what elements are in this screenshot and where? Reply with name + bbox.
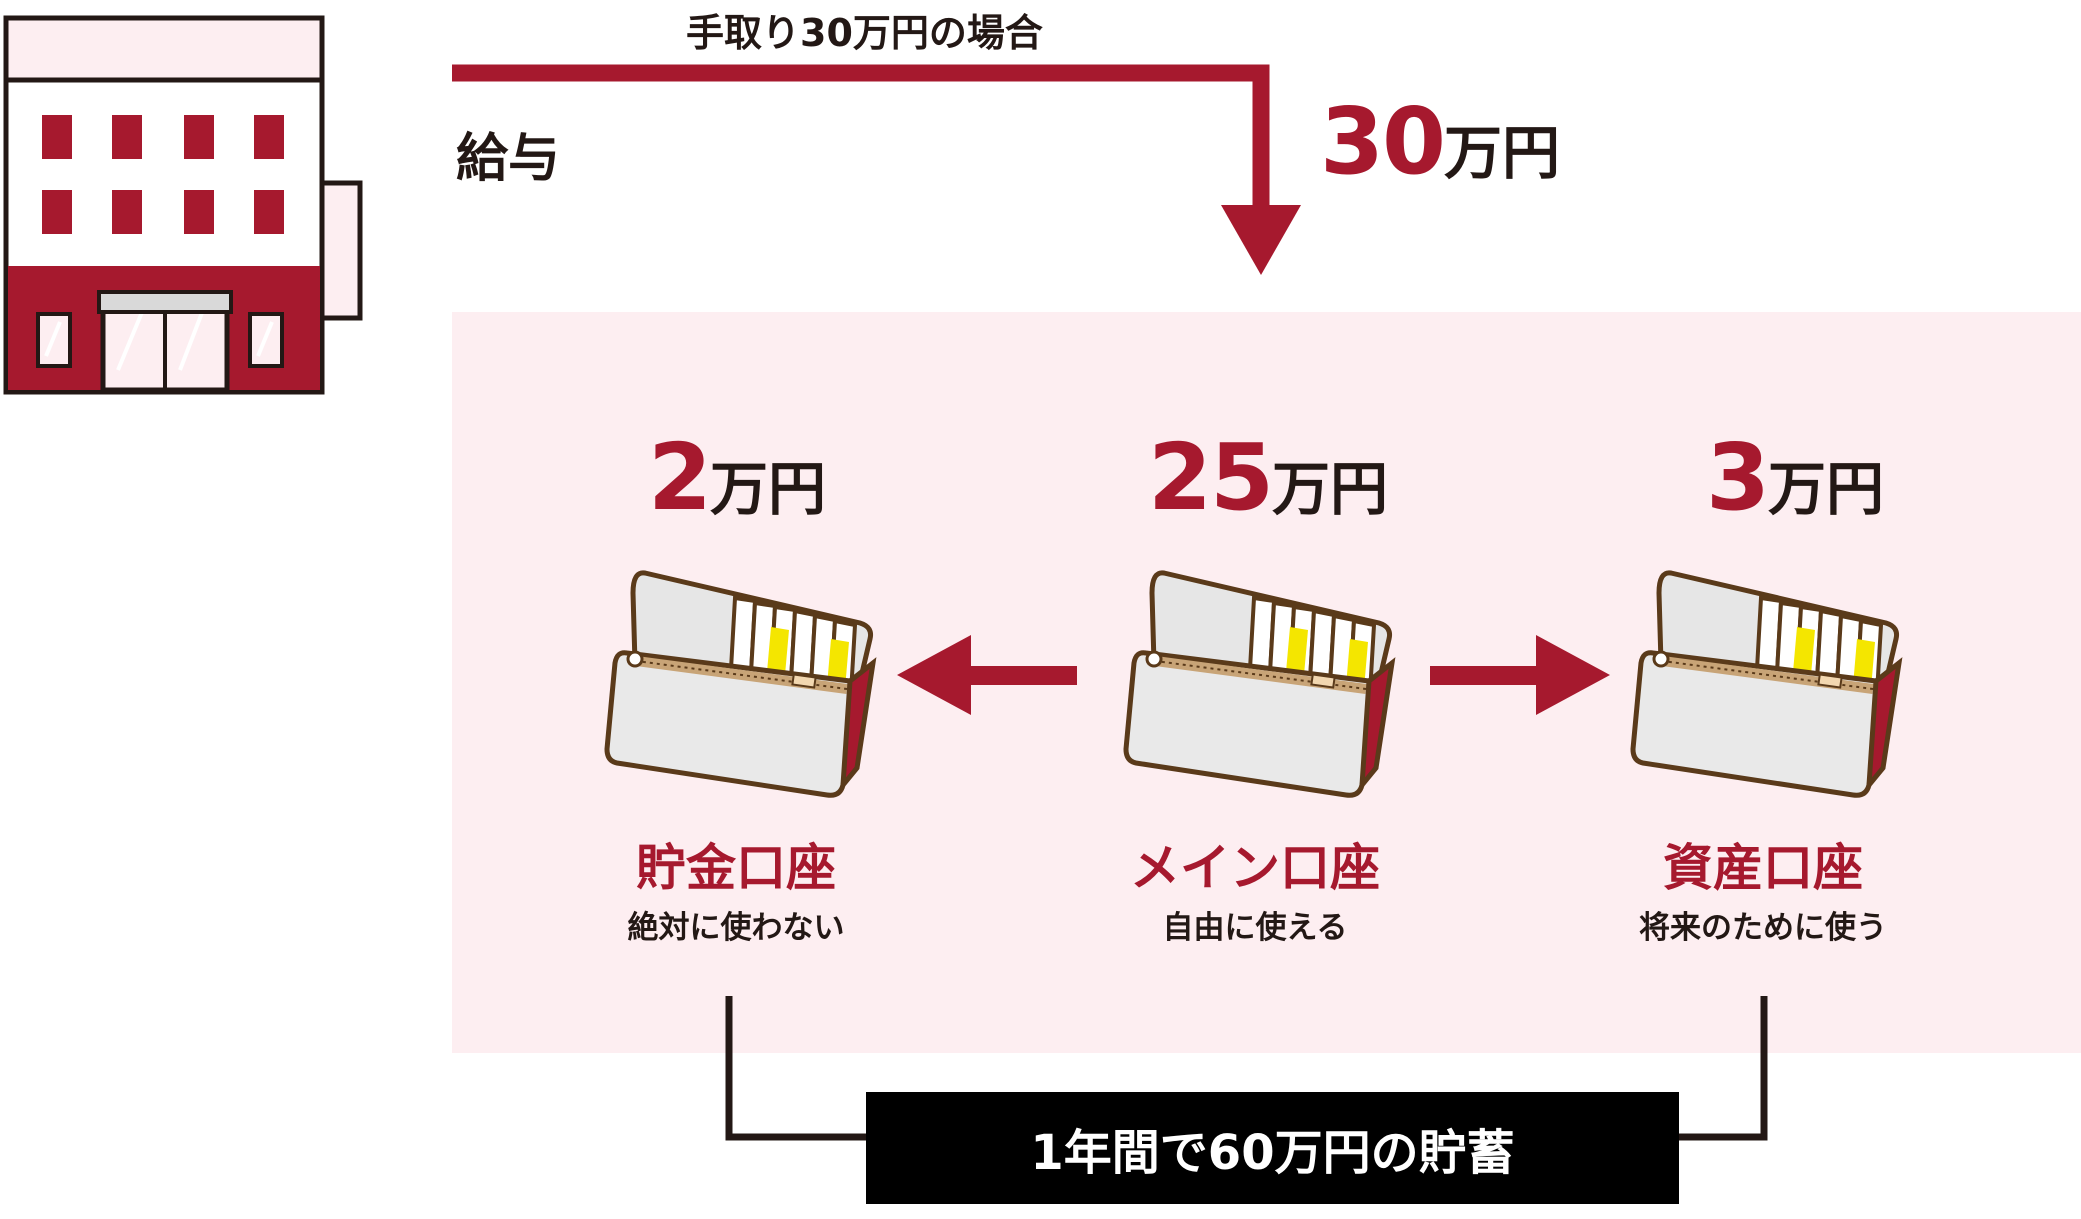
annual-savings-box: 1年間で60万円の貯蓄 [866,1092,1679,1204]
salary-label: 給与 [456,129,561,189]
main-account-name: メイン口座 [1130,839,1380,897]
main-account-amount: 25万円 [1148,424,1388,531]
savings-account-amount: 2万円 [648,424,826,531]
main-account-description: 自由に使える [1162,910,1348,946]
savings-account-name: 貯金口座 [636,839,836,897]
savings-amount-unit: 万円 [710,455,827,523]
salary-amount: 30万円 [1320,88,1560,195]
asset-account-name: 資産口座 [1663,839,1863,897]
scenario-label: 手取り30万円の場合 [686,11,1043,55]
salary-amount-number: 30 [1320,88,1446,195]
arrow-right-icon [1430,635,1610,715]
savings-account-description: 絶対に使わない [627,910,845,946]
asset-amount-number: 3 [1706,424,1770,531]
salary-amount-unit: 万円 [1444,119,1561,187]
savings-amount-number: 2 [648,424,712,531]
main-amount-unit: 万円 [1272,455,1389,523]
main-amount-number: 25 [1148,424,1274,531]
asset-account-amount: 3万円 [1706,424,1884,531]
company-building-icon [3,15,363,395]
arrow-down-icon [452,64,1301,275]
arrow-left-icon [897,635,1077,715]
asset-amount-unit: 万円 [1768,455,1885,523]
asset-account-description: 将来のために使う [1639,910,1887,946]
